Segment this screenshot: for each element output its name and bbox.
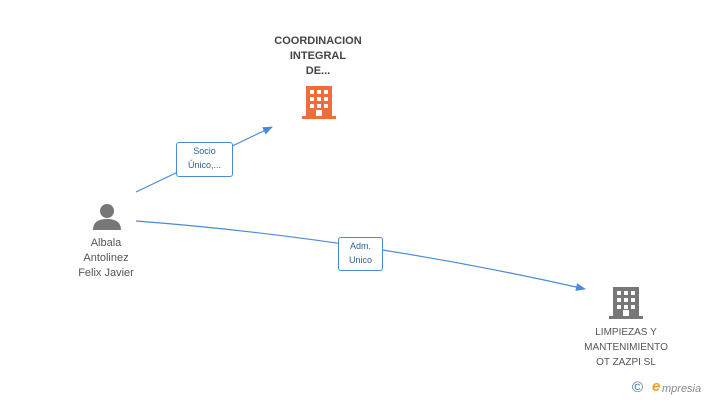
edge-label-line: Único,... [187, 160, 221, 170]
node-label-line: Antolinez [83, 252, 129, 264]
copyright-icon: © [632, 379, 644, 396]
node-label-line: LIMPIEZAS Y [595, 327, 657, 338]
node-label-person[interactable]: Albala Antolinez Felix Javier [58, 236, 154, 281]
brand-letter: e [652, 378, 661, 395]
building-icon[interactable] [609, 287, 643, 319]
node-label-limpiezas[interactable]: LIMPIEZAS Y MANTENIMIENTO OT ZAZPI SL [556, 325, 696, 370]
node-label-line: MANTENIMIENTO [584, 342, 668, 353]
node-label-line: Albala [90, 237, 122, 249]
edge-label-line: Unico [348, 255, 372, 265]
node-label-line: OT ZAZPI SL [596, 357, 656, 368]
brand-name: mpresia [662, 383, 702, 395]
node-label-coordinacion[interactable]: COORDINACION INTEGRAL DE... [248, 34, 388, 79]
node-label-line: DE... [305, 65, 331, 77]
node-label-line: COORDINACION [274, 35, 362, 47]
building-icon[interactable] [302, 86, 336, 119]
edge-label-line: Socio [193, 146, 216, 156]
person-icon[interactable] [93, 204, 121, 230]
edge-label-adm[interactable]: Adm. Unico [338, 237, 383, 271]
brand-logo[interactable]: © e mpresia [632, 378, 722, 396]
node-label-line: Felix Javier [78, 267, 134, 279]
node-label-line: INTEGRAL [289, 50, 347, 62]
edge-label-socio[interactable]: Socio Único,... [176, 142, 233, 177]
edge-label-line: Adm. [349, 241, 371, 251]
